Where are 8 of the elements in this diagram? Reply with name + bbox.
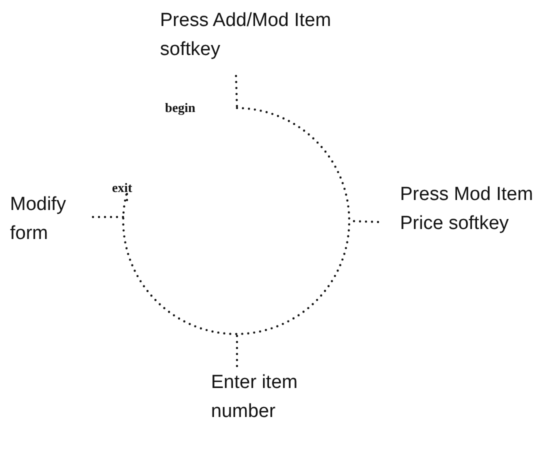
step-label: Press Add/Mod Item softkey [160, 9, 332, 62]
step-label: Press Mod Item Price softkey [400, 183, 534, 236]
step-label: Enter item number [211, 371, 299, 424]
leader-line [236, 332, 238, 368]
flow-marker-label: begin [165, 100, 196, 116]
step-label: Modify form [10, 193, 67, 246]
flow-marker-label: exit [112, 180, 132, 196]
leader-line [234, 74, 238, 110]
